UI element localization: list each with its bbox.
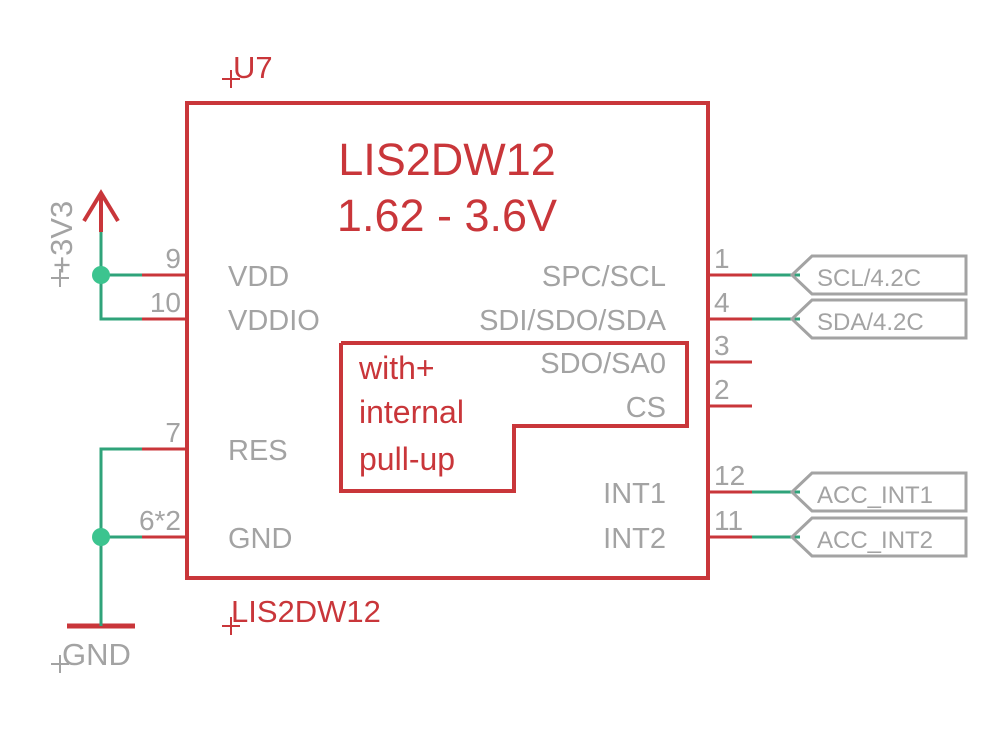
pin-number: 7 [165, 417, 181, 448]
pin-number: 11 [714, 505, 743, 536]
pin-name: VDDIO [228, 305, 320, 337]
supply-origin-marks [51, 269, 69, 673]
pin-name: SDI/SDO/SDA [479, 305, 667, 337]
pin-name: INT2 [603, 523, 666, 555]
part-ref: U7 [233, 50, 273, 85]
pin-number: 9 [165, 243, 181, 274]
pin-number: 1 [714, 243, 730, 274]
junction-dot [92, 266, 110, 284]
pin-stubs [142, 273, 752, 539]
net-label[interactable]: SCL/4.2C [817, 265, 921, 292]
supply-symbol[interactable] [82, 189, 120, 232]
net-label-flags [789, 254, 968, 558]
note-line: with+ [358, 350, 435, 386]
note-line: internal [359, 394, 464, 430]
supply-label: +3V3 [44, 201, 79, 274]
pin-name: VDD [228, 261, 289, 293]
part-title: LIS2DW12 [338, 134, 556, 185]
part-value: LIS2DW12 [231, 594, 381, 629]
origin-marks [222, 70, 240, 635]
note-line: pull-up [359, 441, 455, 477]
pin-name: SDO/SA0 [540, 348, 666, 380]
ground-label: GND [62, 637, 131, 672]
note-box [339, 341, 689, 493]
pin-number: 12 [714, 460, 745, 491]
net-label[interactable]: SDA/4.2C [817, 309, 924, 336]
pin-name: RES [228, 435, 288, 467]
pin-number: 10 [150, 287, 181, 318]
net-label[interactable]: ACC_INT2 [817, 527, 933, 554]
pin-name: INT1 [603, 478, 666, 510]
pin-name: SPC/SCL [542, 261, 666, 293]
pin-number: 6*2 [139, 505, 181, 536]
junction-dot [92, 528, 110, 546]
component-body[interactable] [185, 101, 710, 580]
pin-number: 4 [714, 287, 730, 318]
pin-number: 3 [714, 330, 730, 361]
pin-name: GND [228, 523, 292, 555]
net-label[interactable]: ACC_INT1 [817, 482, 933, 509]
part-voltage: 1.62 - 3.6V [337, 190, 557, 241]
pin-number: 2 [714, 374, 730, 405]
pin-name: CS [626, 392, 666, 424]
